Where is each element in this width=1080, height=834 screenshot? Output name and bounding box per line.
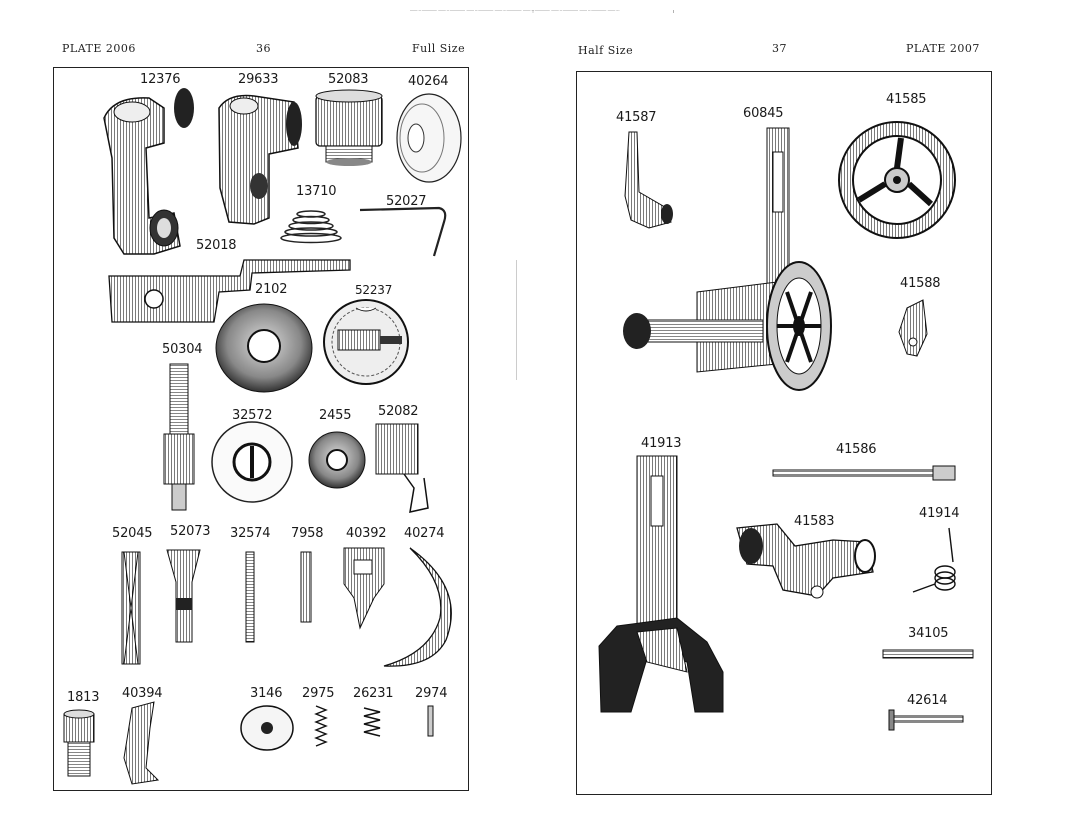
- part-2974-drawing: [427, 705, 434, 737]
- part-label: 32572: [232, 408, 273, 423]
- right-page-number: 37: [772, 42, 787, 55]
- part-41585-drawing: [838, 121, 956, 239]
- right-plate-illustrations: [598, 121, 974, 731]
- part-label: 12376: [140, 72, 181, 87]
- part-42614-drawing: [888, 709, 964, 731]
- part-label: 52083: [328, 72, 369, 87]
- left-scale-note: Full Size: [412, 42, 466, 55]
- left-plate-illustrations: [63, 88, 462, 785]
- part-1813-drawing: [63, 709, 95, 777]
- part-52237-drawing: [323, 299, 409, 385]
- part-50304-drawing: [163, 363, 195, 511]
- part-52083-drawing: [315, 89, 383, 166]
- part-52073-drawing: [166, 549, 201, 643]
- part-label: 2455: [319, 408, 352, 423]
- part-40274-drawing: [383, 547, 452, 667]
- part-label: 52018: [196, 238, 237, 253]
- part-29633-drawing: [218, 94, 302, 225]
- part-34105-drawing: [882, 649, 974, 659]
- right-plate-title: PLATE 2007: [906, 42, 980, 55]
- part-label: 41585: [886, 92, 927, 107]
- part-label: 52237: [355, 283, 393, 297]
- part-41586-drawing: [772, 465, 956, 481]
- part-label: 41588: [900, 276, 941, 291]
- part-label: 50304: [162, 342, 203, 357]
- part-label: 41586: [836, 442, 877, 457]
- part-3146-drawing: [240, 705, 294, 751]
- part-label: 34105: [908, 626, 949, 641]
- part-label: 41913: [641, 436, 682, 451]
- left-page-number: 36: [256, 42, 271, 55]
- part-label: 2974: [415, 686, 448, 701]
- part-label: 41587: [616, 110, 657, 125]
- part-label: 41583: [794, 514, 835, 529]
- part-label: 40392: [346, 526, 387, 541]
- part-2102-drawing: [215, 303, 313, 393]
- scan-artifact-line: [410, 10, 674, 13]
- part-label: 40274: [404, 526, 445, 541]
- part-41588-drawing: [898, 299, 928, 357]
- part-52045-drawing: [121, 551, 141, 665]
- left-plate-title: PLATE 2006: [62, 42, 136, 55]
- part-2975-drawing: [314, 705, 328, 747]
- part-13710-drawing: [280, 210, 342, 244]
- part-label: 42614: [907, 693, 948, 708]
- part-label: 13710: [296, 184, 337, 199]
- part-label: 32574: [230, 526, 271, 541]
- part-label: 1813: [67, 690, 100, 705]
- part-52027-drawing: [359, 206, 447, 257]
- part-label: 2975: [302, 686, 335, 701]
- part-41914-drawing: [912, 527, 956, 593]
- part-label: 52073: [170, 524, 211, 539]
- part-52082-drawing: [375, 423, 429, 513]
- part-7958-drawing: [300, 551, 312, 623]
- part-41587-drawing: [624, 131, 673, 229]
- part-label: 29633: [238, 72, 279, 87]
- part-label: 26231: [353, 686, 394, 701]
- part-label: 40394: [122, 686, 163, 701]
- part-label: 52045: [112, 526, 153, 541]
- part-label: 2102: [255, 282, 288, 297]
- part-60845-drawing: [623, 127, 832, 391]
- part-32572-drawing: [211, 421, 293, 503]
- part-2455-drawing: [308, 431, 366, 489]
- part-label: 52027: [386, 194, 427, 209]
- right-scale-note: Half Size: [578, 44, 634, 57]
- part-26231-drawing: [363, 707, 381, 737]
- part-40392-drawing: [343, 547, 385, 630]
- part-41583-drawing: [736, 523, 876, 599]
- part-label: 40264: [408, 74, 449, 89]
- part-label: 41914: [919, 506, 960, 521]
- part-52018-drawing: [108, 259, 351, 323]
- part-40264-drawing: [396, 93, 462, 183]
- part-32574-drawing: [245, 551, 255, 643]
- part-label: 7958: [291, 526, 324, 541]
- part-label: 60845: [743, 106, 784, 121]
- part-label: 52082: [378, 404, 419, 419]
- part-41913-drawing: [598, 455, 724, 713]
- part-label: 3146: [250, 686, 283, 701]
- part-40394-drawing: [123, 701, 160, 785]
- part-12376-drawing: [103, 88, 194, 255]
- page-gutter: [516, 260, 517, 380]
